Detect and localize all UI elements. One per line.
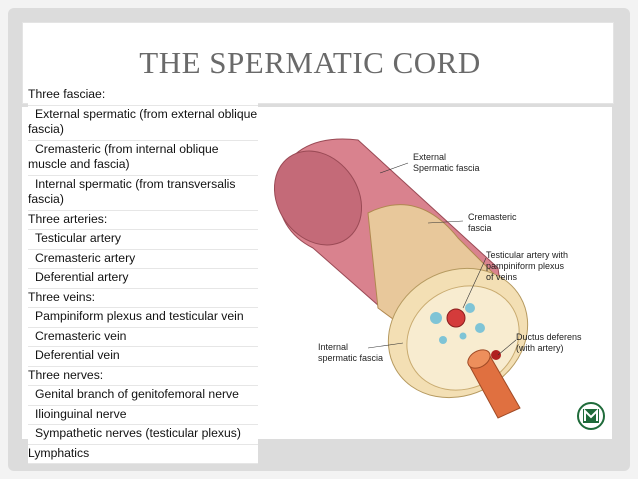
label-testicular-artery-3: of veins — [486, 272, 518, 282]
list-item: Three veins: — [28, 289, 258, 308]
list-item: Three arteries: — [28, 211, 258, 230]
list-item: External spermatic (from external obliqu… — [28, 106, 258, 141]
list-item: Pampiniform plexus and testicular vein — [28, 308, 258, 328]
vein-shape — [439, 336, 447, 344]
label-internal-fascia: Internal — [318, 342, 348, 352]
label-testicular-artery-2: pampiniform plexus — [486, 261, 565, 271]
list-item: Testicular artery — [28, 230, 258, 250]
list-item: Cremasteric artery — [28, 250, 258, 269]
label-ductus-deferens-2: (with artery) — [516, 343, 564, 353]
university-logo-icon — [577, 402, 605, 430]
vein-shape — [459, 332, 467, 340]
label-ductus-deferens: Ductus deferens — [516, 332, 582, 342]
ductus-deferens-end — [467, 349, 491, 369]
list-item: Lymphatics — [28, 445, 258, 464]
list-item: Deferential vein — [28, 347, 258, 367]
list-item: Sympathetic nerves (testicular plexus) — [28, 425, 258, 445]
leader-line — [427, 220, 464, 224]
leader-line — [379, 162, 409, 174]
testicular-artery-shape — [446, 308, 466, 328]
vein-shape — [430, 312, 442, 324]
label-internal-fascia-2: spermatic fascia — [318, 353, 383, 363]
leader-line — [462, 257, 487, 309]
leader-line — [497, 339, 517, 356]
list-item: Cremasteric vein — [28, 328, 258, 347]
vein-shape — [465, 303, 475, 313]
list-item: Ilioinguinal nerve — [28, 406, 258, 425]
label-cremasteric-2: fascia — [468, 223, 492, 233]
tube-opening — [273, 150, 363, 246]
label-external-fascia-2: Spermatic fascia — [413, 163, 480, 173]
list-item: Genital branch of genitofemoral nerve — [28, 386, 258, 406]
spermatic-cord-diagram: External Spermatic fascia Cremasteric fa… — [273, 138, 605, 430]
page-title: THE SPERMATIC CORD — [139, 45, 481, 80]
label-external-fascia: External — [413, 152, 446, 162]
bullet-list: Three fasciae: External spermatic (from … — [28, 86, 258, 464]
vein-shape — [475, 323, 485, 333]
label-testicular-artery: Testicular artery with — [486, 250, 568, 260]
list-item: Three fasciae: — [28, 86, 258, 106]
list-item: Three nerves: — [28, 367, 258, 386]
leader-line — [367, 342, 404, 349]
list-item: Internal spermatic (from transversalis f… — [28, 176, 258, 211]
label-cremasteric: Cremasteric — [468, 212, 517, 222]
list-item: Cremasteric (from internal oblique muscl… — [28, 141, 258, 176]
list-item: Deferential artery — [28, 269, 258, 289]
deferential-artery-shape — [491, 350, 501, 360]
